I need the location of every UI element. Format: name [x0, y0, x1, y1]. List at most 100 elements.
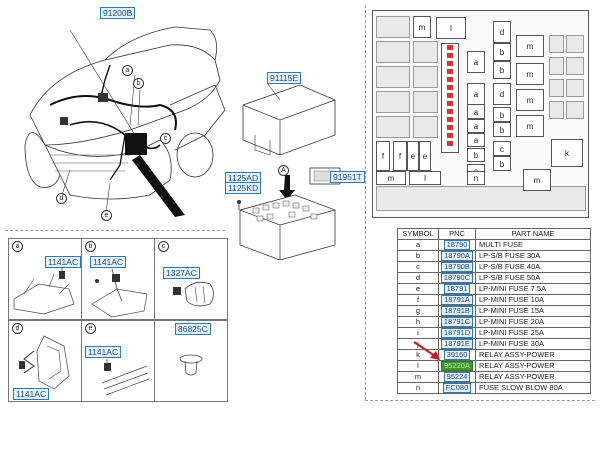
row-part-name: MULTI FUSE: [475, 239, 591, 251]
row-part-name: LP-MINI FUSE 7.5A: [475, 283, 591, 295]
car-letter-b: b: [133, 78, 144, 89]
row-pnc-link[interactable]: 18791B: [441, 306, 473, 316]
detail-panel-grommet: 86825C: [154, 320, 228, 402]
row-pnc-link[interactable]: 18791C: [440, 317, 474, 327]
mini-fuse-markers: [447, 45, 453, 146]
fuse-slot-a-5: a: [467, 133, 485, 147]
fuse-slot-m: m: [413, 16, 431, 38]
fuse-slot-l: l: [436, 17, 466, 39]
fuse-grid: m l a a a a a b c n d b b d b b: [373, 11, 588, 217]
row-pnc-link[interactable]: FC080: [442, 383, 472, 393]
fuse-slot-m-3: m: [516, 63, 544, 85]
divider-horizontal-left: [5, 230, 225, 231]
highlight-arrow-icon: [413, 341, 440, 360]
panel-c-callout[interactable]: 1327AC: [163, 267, 200, 279]
row-part-name: FUSE SLOW BLOW 80A: [475, 382, 591, 394]
row-pnc-cell: 18791B: [438, 305, 476, 317]
row-part-name: LP-S/B FUSE 30A: [475, 250, 591, 262]
panel-e-callout[interactable]: 1141AC: [85, 346, 122, 358]
row-symbol: b: [397, 250, 439, 262]
car-drawing: [24, 26, 226, 217]
grommet-callout[interactable]: 86825C: [175, 323, 211, 335]
row-symbol: e: [397, 283, 439, 295]
col-part-name: PART NAME: [475, 228, 591, 240]
row-pnc-link[interactable]: 18791D: [440, 328, 474, 338]
fuse-slot-c-1: c: [493, 141, 511, 156]
fuse-slot-e-1: e: [407, 141, 419, 171]
junction-box-area: 91115E 1125AD 1125KD 91951T A: [225, 60, 365, 260]
bracket-drawing: [19, 335, 70, 390]
table-row: e 18791 LP-MINI FUSE 7.5A: [397, 283, 591, 295]
row-pnc-link[interactable]: 18791E: [441, 339, 473, 349]
row-symbol: a: [397, 239, 439, 251]
relay-callout[interactable]: 91951T: [330, 171, 365, 183]
fuse-slot-d-2: d: [493, 83, 511, 105]
car-letter-c: c: [160, 133, 171, 144]
panel-d-callout[interactable]: 1141AC: [13, 388, 50, 400]
row-pnc-link[interactable]: 18790C: [440, 273, 474, 283]
bracket-drawing: [13, 267, 75, 315]
fuse-slot-m-5: m: [516, 115, 544, 137]
bracket-drawing: [91, 268, 148, 318]
detail-panel-b: b 1141AC: [81, 238, 155, 320]
divider-horizontal-bottom: [365, 400, 595, 401]
detail-panel-d: d 1141AC: [8, 320, 82, 402]
row-symbol: d: [397, 272, 439, 284]
fuse-slot-k: k: [551, 139, 583, 167]
detail-panel-a: a 1141AC: [8, 238, 82, 320]
junction-box-drawing: [237, 82, 358, 260]
harness-callout[interactable]: 91200B: [100, 7, 136, 19]
detail-a-marker: A: [278, 165, 289, 176]
row-symbol: g: [397, 305, 439, 317]
car-illustration: 91200B a b c d e: [10, 5, 230, 221]
junction-box-callout[interactable]: 91115E: [267, 72, 302, 84]
row-pnc-link[interactable]: 95220A: [441, 361, 473, 371]
col-symbol: SYMBOL: [397, 228, 439, 240]
fuse-slot-m-4: m: [516, 89, 544, 111]
fuse-slot-m-6: m: [523, 169, 551, 191]
row-pnc-link[interactable]: 18790A: [441, 251, 473, 261]
row-pnc-link[interactable]: 95224: [443, 372, 471, 382]
row-symbol: i: [397, 327, 439, 339]
row-pnc-link[interactable]: 18790: [443, 240, 471, 250]
row-symbol: h: [397, 316, 439, 328]
fuse-slot-a-1: a: [467, 51, 485, 73]
row-symbol: c: [397, 261, 439, 273]
fuse-slot-b-3: b: [493, 107, 511, 122]
row-pnc-cell: 18791: [438, 283, 476, 295]
row-pnc-link[interactable]: 18790B: [441, 262, 473, 272]
row-pnc-cell: 18790: [438, 239, 476, 251]
row-pnc-link[interactable]: 18791A: [441, 295, 473, 305]
row-pnc-cell: 18791C: [438, 316, 476, 328]
row-pnc-cell: 18790C: [438, 272, 476, 284]
panel-letter: d: [12, 323, 23, 334]
grommet-drawing: [179, 354, 203, 376]
fuse-box-callout-2[interactable]: 1125KD: [225, 182, 262, 194]
row-part-name: RELAY ASSY-POWER: [475, 349, 591, 361]
fuse-slot-f-1: f: [376, 141, 390, 171]
car-letter-d: d: [56, 193, 67, 204]
row-pnc-link[interactable]: 18791: [443, 284, 471, 294]
row-part-name: LP-MINI FUSE 15A: [475, 305, 591, 317]
fuse-slot-m-2: m: [516, 35, 544, 57]
panel-a-callout[interactable]: 1141AC: [45, 256, 82, 268]
fuse-slot-m-7: m: [376, 171, 406, 185]
row-part-name: LP-MINI FUSE 10A: [475, 294, 591, 306]
clip-drawing: [173, 281, 214, 307]
panel-b-callout[interactable]: 1141AC: [90, 256, 127, 268]
fuse-slot-f-2: f: [393, 141, 407, 171]
row-pnc-link[interactable]: 39160: [443, 350, 471, 360]
row-part-name: LP-MINI FUSE 30A: [475, 338, 591, 350]
panel-letter: b: [85, 241, 96, 252]
car-letter-a: a: [122, 65, 133, 76]
table-row: a 18790 MULTI FUSE: [397, 239, 591, 251]
row-pnc-cell: 18791A: [438, 294, 476, 306]
